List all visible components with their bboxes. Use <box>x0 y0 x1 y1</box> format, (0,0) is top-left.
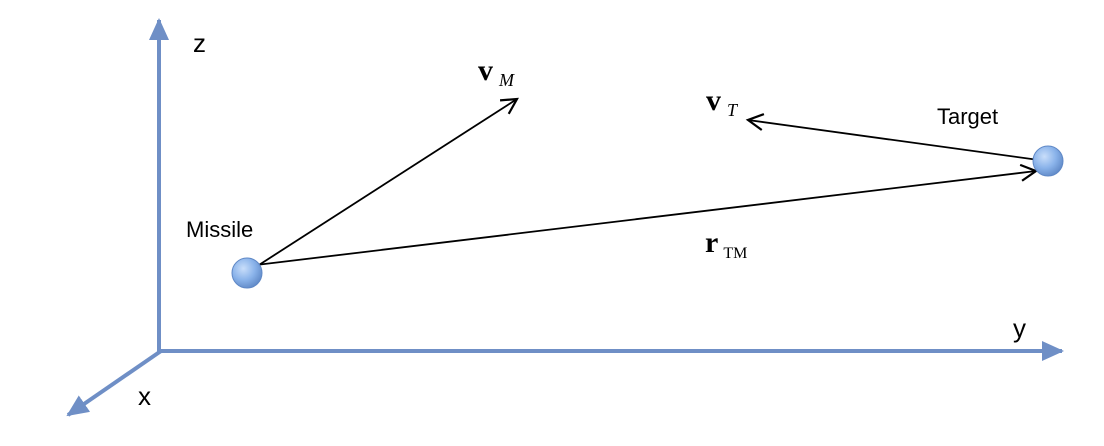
relative-position-subscript: TM <box>723 245 747 262</box>
y-axis-label: y <box>1013 313 1026 343</box>
relative-position-vector <box>247 163 1039 267</box>
missile-velocity-subscript: M <box>498 70 515 90</box>
x-axis-label: x <box>138 381 151 411</box>
target-velocity-symbol: v <box>706 84 721 117</box>
missile-point <box>231 257 263 289</box>
target-velocity-label: v T <box>706 84 739 120</box>
target-velocity-vector <box>745 113 1047 162</box>
missile-velocity-vector <box>247 97 519 273</box>
z-axis-label: z <box>193 28 206 58</box>
target-label: Target <box>937 104 998 129</box>
x-axis <box>66 349 163 417</box>
target-velocity-subscript: T <box>727 100 739 120</box>
missile-velocity-symbol: v <box>478 54 493 87</box>
relative-position-label: r TM <box>705 226 747 262</box>
relative-position-symbol: r <box>705 226 718 259</box>
missile-label: Missile <box>186 217 253 242</box>
missile-velocity-label: v M <box>478 54 515 90</box>
target-point <box>1032 145 1064 177</box>
